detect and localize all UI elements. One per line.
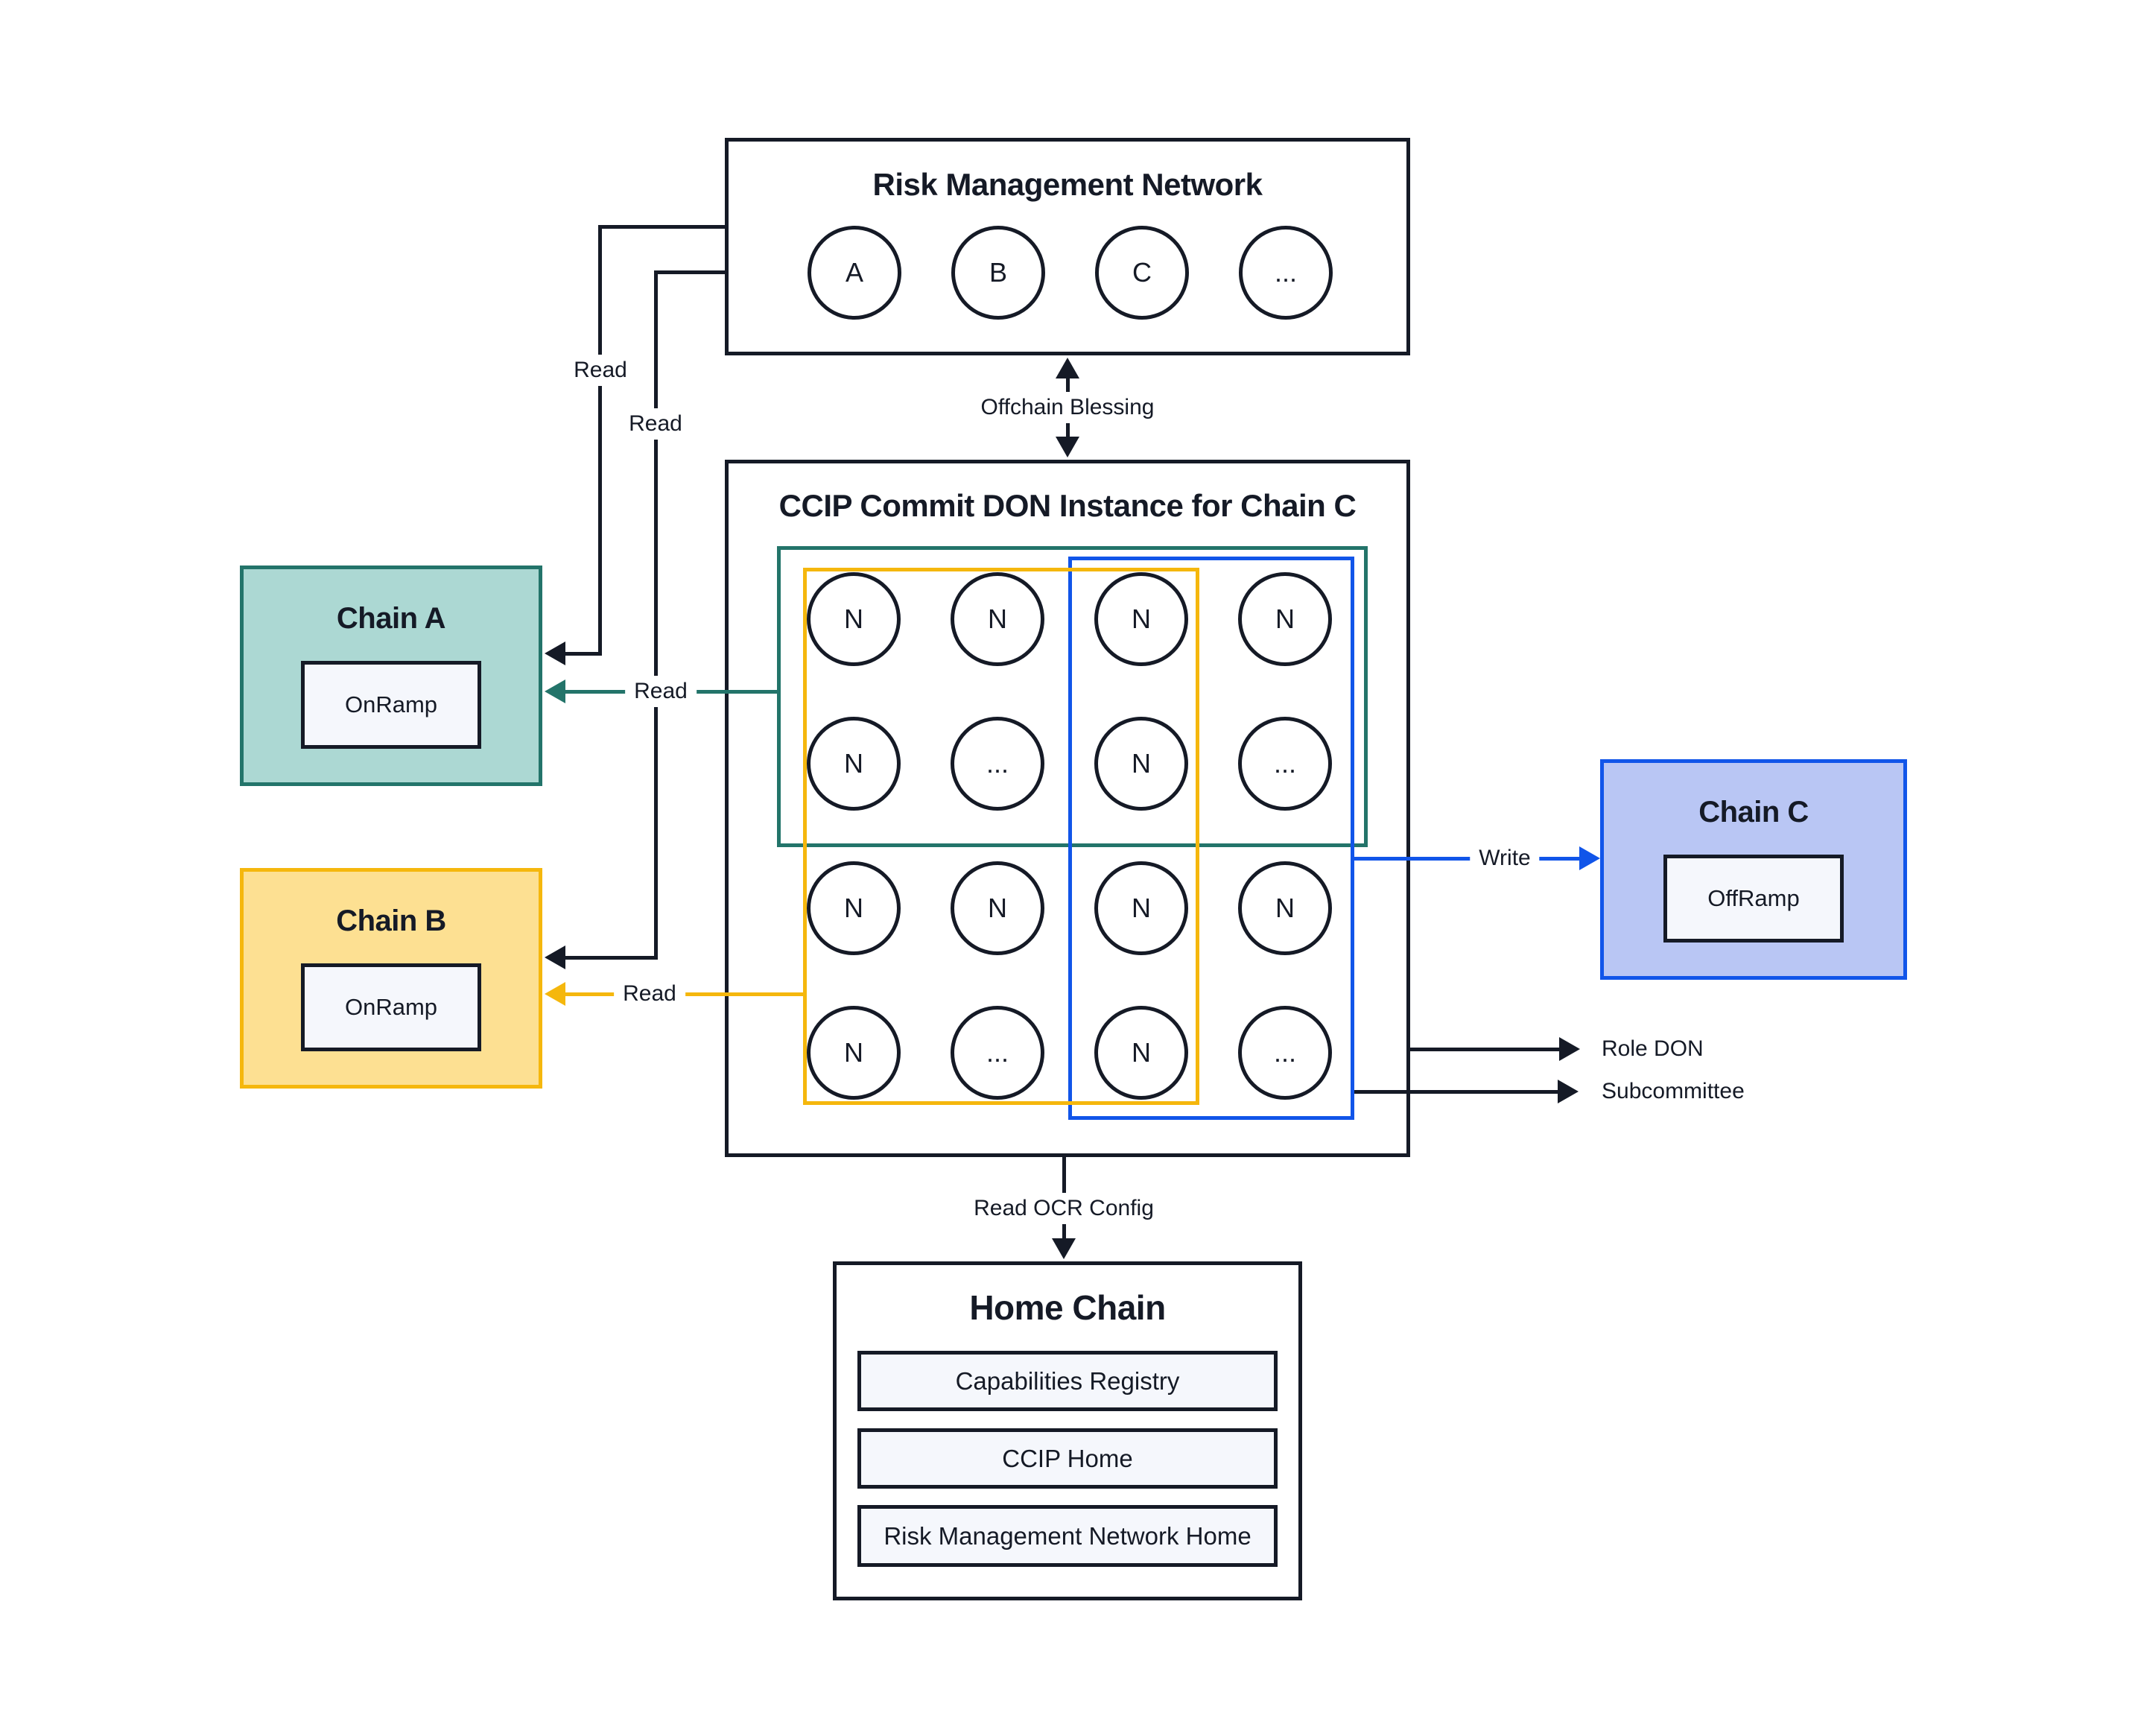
don-node-r4c1: N bbox=[807, 1006, 901, 1100]
rmn-node-a: A bbox=[808, 226, 901, 320]
don-node-label: ... bbox=[986, 1037, 1009, 1068]
don-node-label: N bbox=[844, 748, 863, 779]
read-label-rmn-b: Read bbox=[620, 408, 691, 440]
arrowhead-left-icon bbox=[545, 679, 565, 703]
write-label: Write bbox=[1470, 843, 1540, 874]
don-node-r4c2: ... bbox=[951, 1006, 1044, 1100]
don-node-label: N bbox=[1132, 893, 1151, 923]
arrowhead-right-icon bbox=[1559, 1037, 1580, 1061]
role-don-line bbox=[1410, 1048, 1561, 1051]
rmn-node-b: B bbox=[951, 226, 1045, 320]
don-node-r3c1: N bbox=[807, 861, 901, 955]
role-don-label: Role DON bbox=[1602, 1036, 1704, 1061]
rmn-read-line-a-vertical bbox=[598, 225, 602, 656]
home-chain-title: Home Chain bbox=[969, 1288, 1166, 1327]
don-node-label: N bbox=[988, 893, 1007, 923]
don-node-r2c2: ... bbox=[951, 717, 1044, 811]
arrowhead-right-icon bbox=[1558, 1080, 1579, 1103]
arrowhead-up-icon bbox=[1056, 358, 1079, 378]
don-node-r2c3: N bbox=[1094, 717, 1188, 811]
don-node-label: N bbox=[844, 893, 863, 923]
capabilities-registry-label: Capabilities Registry bbox=[955, 1366, 1180, 1395]
arrowhead-left-icon bbox=[545, 945, 565, 969]
don-node-r2c1: N bbox=[807, 717, 901, 811]
risk-management-network-home-label: Risk Management Network Home bbox=[883, 1521, 1252, 1550]
chain-a-onramp-label: OnRamp bbox=[344, 691, 438, 717]
rmn-node-c-label: C bbox=[1132, 257, 1152, 288]
don-write-line-blue bbox=[1354, 857, 1582, 861]
subcommittee-line bbox=[1354, 1090, 1559, 1094]
don-node-r1c3: N bbox=[1094, 572, 1188, 666]
don-node-label: N bbox=[988, 604, 1007, 634]
don-node-label: ... bbox=[1273, 1037, 1296, 1068]
chain-c-offramp: OffRamp bbox=[1663, 855, 1844, 943]
arrowhead-left-icon bbox=[545, 982, 565, 1006]
rmn-read-line-b-bottom bbox=[557, 956, 656, 960]
don-node-r3c4: N bbox=[1238, 861, 1332, 955]
rmn-node-more: ... bbox=[1239, 226, 1333, 320]
home-risk-management-network-home: Risk Management Network Home bbox=[857, 1505, 1278, 1567]
rmn-node-a-label: A bbox=[845, 257, 863, 288]
don-node-r4c4: ... bbox=[1238, 1006, 1332, 1100]
chain-c-offramp-label: OffRamp bbox=[1707, 885, 1800, 911]
offchain-blessing-label: Offchain Blessing bbox=[971, 392, 1164, 423]
arrowhead-right-icon bbox=[1579, 846, 1600, 870]
don-node-label: ... bbox=[1273, 748, 1296, 779]
chain-b-title: Chain B bbox=[336, 905, 446, 937]
subcommittee-overlay-blue bbox=[1068, 557, 1354, 1120]
home-capabilities-registry: Capabilities Registry bbox=[857, 1351, 1278, 1411]
don-node-r1c1: N bbox=[807, 572, 901, 666]
don-node-label: N bbox=[1132, 604, 1151, 634]
read-ocr-config-label: Read OCR Config bbox=[965, 1193, 1163, 1224]
chain-a-onramp: OnRamp bbox=[301, 661, 481, 749]
don-node-r1c4: N bbox=[1238, 572, 1332, 666]
don-node-r3c3: N bbox=[1094, 861, 1188, 955]
chain-b-onramp-label: OnRamp bbox=[344, 994, 438, 1020]
blessing-committee-overlay-teal bbox=[777, 546, 1368, 847]
don-node-label: N bbox=[1132, 1037, 1151, 1068]
arrowhead-down-icon bbox=[1056, 437, 1079, 457]
read-label-rmn-a: Read bbox=[565, 355, 636, 386]
don-node-r4c3: N bbox=[1094, 1006, 1188, 1100]
rmn-read-line-b-vertical bbox=[654, 270, 658, 960]
don-node-label: N bbox=[1275, 604, 1295, 634]
rmn-node-c: C bbox=[1095, 226, 1189, 320]
ccip-home-label: CCIP Home bbox=[1002, 1444, 1133, 1472]
home-ccip-home: CCIP Home bbox=[857, 1428, 1278, 1489]
don-node-r1c2: N bbox=[951, 572, 1044, 666]
don-node-r3c2: N bbox=[951, 861, 1044, 955]
don-node-label: ... bbox=[986, 748, 1009, 779]
rmn-node-b-label: B bbox=[989, 257, 1007, 288]
chain-c-title: Chain C bbox=[1698, 796, 1809, 829]
rmn-read-line-a-top bbox=[600, 225, 725, 229]
chain-a-title: Chain A bbox=[336, 602, 446, 635]
risk-management-network-title: Risk Management Network bbox=[872, 167, 1263, 202]
rmn-read-line-a-bottom bbox=[557, 652, 602, 656]
don-node-label: N bbox=[844, 604, 863, 634]
read-label-gold: Read bbox=[614, 978, 685, 1010]
don-node-label: N bbox=[1132, 748, 1151, 779]
don-node-label: N bbox=[844, 1037, 863, 1068]
ccip-commit-don-title: CCIP Commit DON Instance for Chain C bbox=[778, 488, 1357, 523]
don-node-label: N bbox=[1275, 893, 1295, 923]
rmn-read-line-b-top bbox=[656, 270, 725, 274]
rmn-node-more-label: ... bbox=[1274, 257, 1297, 288]
arrowhead-down-icon bbox=[1052, 1238, 1076, 1259]
arrowhead-left-icon bbox=[545, 642, 565, 665]
read-label-teal: Read bbox=[625, 676, 697, 707]
subcommittee-label: Subcommittee bbox=[1602, 1079, 1745, 1103]
role-don-overlay-gold bbox=[803, 568, 1199, 1105]
don-node-r2c4: ... bbox=[1238, 717, 1332, 811]
chain-b-onramp: OnRamp bbox=[301, 963, 481, 1051]
